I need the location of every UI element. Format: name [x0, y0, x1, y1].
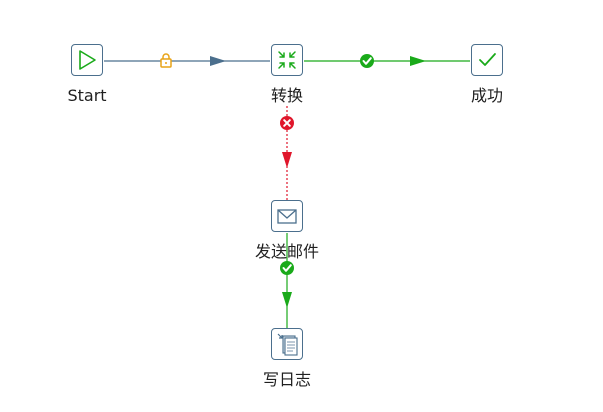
node-transform[interactable] [271, 44, 303, 76]
checkmark-icon [479, 53, 496, 66]
x-circle-icon [280, 116, 294, 130]
document-log-icon [277, 333, 298, 356]
hop-transform-to-success[interactable] [304, 56, 470, 66]
node-label-write-log: 写日志 [262, 370, 312, 389]
node-label-success: 成功 [470, 86, 504, 105]
node-label-start: Start [67, 86, 107, 105]
hop-transform-to-mail[interactable] [282, 106, 292, 200]
play-triangle-icon [79, 50, 96, 70]
node-start[interactable] [71, 44, 103, 76]
node-write-log[interactable] [271, 328, 303, 360]
node-label-transform: 转换 [270, 86, 304, 105]
check-circle-icon [360, 54, 374, 68]
compress-arrows-icon [278, 51, 296, 69]
envelope-icon [277, 209, 297, 224]
hop-mail-to-log[interactable] [282, 233, 292, 328]
check-circle-icon [280, 261, 294, 275]
node-send-mail[interactable] [271, 200, 303, 232]
node-success[interactable] [471, 44, 503, 76]
lock-icon [160, 53, 172, 68]
hop-start-to-transform[interactable] [104, 56, 270, 66]
node-label-send-mail: 发送邮件 [254, 242, 320, 261]
